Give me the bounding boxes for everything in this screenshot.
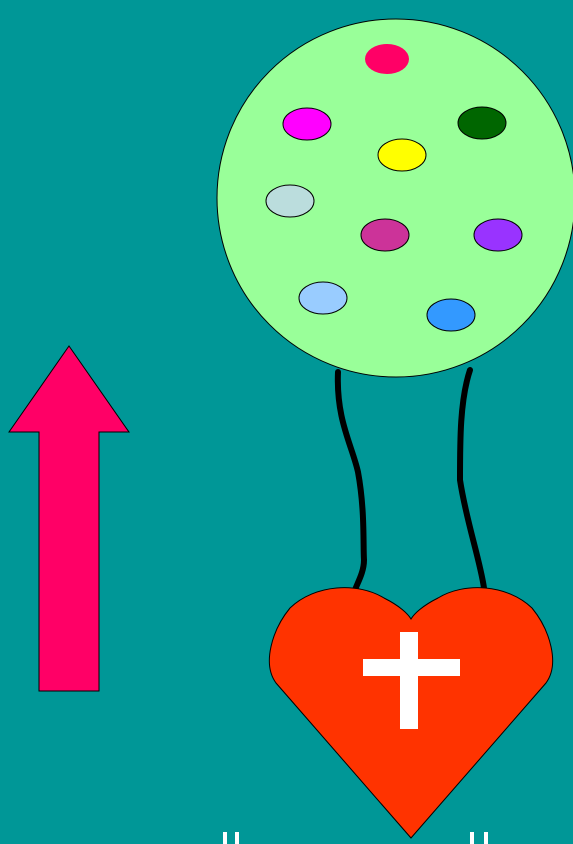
balloon-dot: [365, 44, 409, 74]
balloon-dot: [458, 107, 506, 139]
balloon-dot: [266, 185, 314, 217]
balloon-icon: [217, 19, 573, 377]
balloon-dot: [361, 219, 409, 251]
cross-vertical: [400, 632, 418, 729]
white-stroke: [223, 832, 227, 844]
white-stroke: [470, 832, 474, 844]
balloon-dot: [378, 139, 426, 171]
white-stroke: [484, 832, 488, 844]
white-stroke: [235, 832, 239, 844]
balloon-dot: [299, 282, 347, 314]
cross-horizontal: [363, 659, 460, 676]
balloon-dot: [474, 219, 522, 251]
balloon-dot: [283, 108, 331, 140]
balloon-dot: [427, 299, 475, 331]
